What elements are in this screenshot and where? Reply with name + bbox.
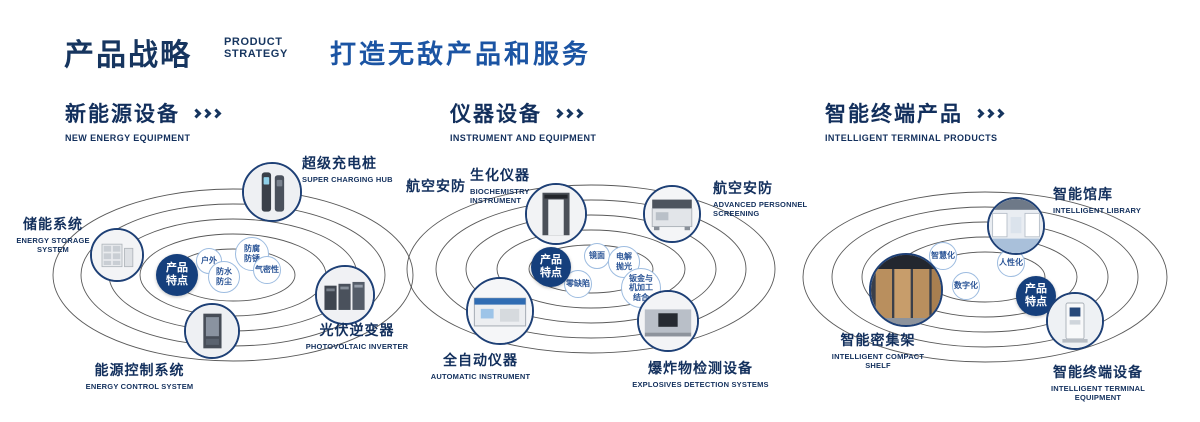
product-label-aviation-security: 航空安防: [406, 178, 466, 194]
product-label-explosives-detection: 爆炸物检测设备 EXPLOSIVES DETECTION SYSTEMS: [632, 360, 769, 389]
page-title-en-line1: PRODUCT: [224, 36, 283, 48]
product-label-terminal-equipment: 智能终端设备 INTELLIGENT TERMINAL EQUIPMENT: [1051, 364, 1145, 403]
section-subtitle-intelligent: INTELLIGENT TERMINAL PRODUCTS: [825, 133, 998, 143]
product-label-charging-hub: 超级充电桩 SUPER CHARGING HUB: [302, 155, 393, 184]
compact-shelf-icon: [869, 253, 943, 327]
product-label-intelligent-library: 智能馆库 INTELLIGENT LIBRARY: [1053, 186, 1142, 215]
library-room-icon: [987, 197, 1045, 255]
section-subtitle-instrument: INSTRUMENT AND EQUIPMENT: [450, 133, 597, 143]
product-label-biochemistry: 生化仪器 BIOCHEMISTRY INSTRUMENT: [470, 167, 530, 206]
charging-pile-icon: [242, 162, 302, 222]
energy-storage-cabinet-icon: [90, 228, 144, 282]
product-label-energy-storage: 储能系统 ENERGY STORAGE SYSTEM: [16, 216, 90, 255]
feature-bubble: 数字化: [952, 272, 980, 300]
xray-scanner-icon: [637, 290, 699, 352]
section-title-intelligent: 智能终端产品: [825, 103, 963, 126]
product-label-automatic-instrument: 全自动仪器 AUTOMATIC INSTRUMENT: [430, 352, 531, 381]
section-subtitle-new-energy: NEW ENERGY EQUIPMENT: [65, 133, 191, 143]
security-gate-icon: [525, 183, 587, 245]
page-slogan: 打造无敌产品和服务: [330, 39, 592, 69]
orbit-ellipses-instrument: [406, 184, 776, 354]
section-header-new-energy: 新能源设备 NEW ENERGY EQUIPMENT: [65, 98, 222, 143]
product-label-personnel-screening: 航空安防 ADVANCED PERSONNEL SCREENING: [713, 180, 808, 219]
page-title-en: PRODUCT STRATEGY: [224, 36, 288, 61]
product-label-compact-shelf: 智能密集架 INTELLIGENT COMPACT SHELF: [831, 332, 925, 371]
inverter-cabinets-icon: [315, 265, 375, 325]
feature-bubble: 镜面: [584, 243, 610, 269]
feature-bubble: 防水防尘: [208, 261, 240, 293]
product-features-badge: 产品特点: [156, 254, 198, 296]
page-title: 产品战略: [64, 39, 192, 72]
section-title-instrument: 仪器设备: [450, 103, 542, 126]
product-features-badge: 产品特点: [531, 247, 571, 287]
triple-chevron-icon: [190, 108, 222, 118]
product-label-photovoltaic-inverter: 光伏逆变器 PHOTOVOLTAIC INVERTER: [305, 322, 409, 351]
product-label-energy-control: 能源控制系统 ENERGY CONTROL SYSTEM: [85, 362, 194, 391]
section-header-intelligent: 智能终端产品 INTELLIGENT TERMINAL PRODUCTS: [825, 98, 1005, 143]
page-title-en-line2: STRATEGY: [224, 47, 288, 60]
analyzer-icon: [466, 277, 534, 345]
terminal-kiosk-icon: [1046, 292, 1104, 350]
section-title-new-energy: 新能源设备: [65, 103, 180, 126]
screening-machine-icon: [643, 185, 701, 243]
triple-chevron-icon: [552, 108, 584, 118]
section-header-instrument: 仪器设备 INSTRUMENT AND EQUIPMENT: [450, 98, 596, 143]
control-cabinet-icon: [184, 303, 240, 359]
triple-chevron-icon: [973, 108, 1005, 118]
feature-bubble: 气密性: [253, 256, 281, 284]
